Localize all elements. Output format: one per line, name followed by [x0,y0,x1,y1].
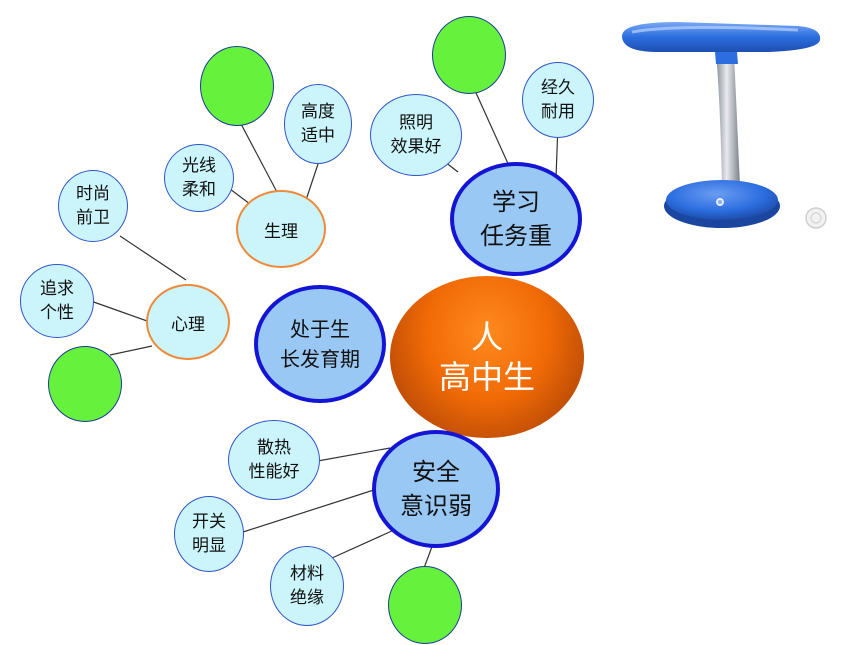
leaf-insulation: 材料 绝缘 [270,546,344,626]
center-line-1: 人 [470,318,503,356]
branch-psychology: 心理 [146,284,230,360]
empty-circle-psychology [48,346,122,422]
center-line-2: 高中生 [438,358,535,396]
desk-lamp-image [622,22,827,229]
center-node-high-school-student: 人 高中生 [390,276,584,438]
branch-physiology: 生理 [236,190,326,268]
link-safety-switch [239,487,381,534]
link-physiology-green [239,121,279,195]
leaf-height: 高度 适中 [284,84,352,164]
link-safety-insulation [331,529,395,559]
link-study-green [471,83,511,169]
leaf-durable: 经久 耐用 [522,62,594,138]
branch-study: 学习 任务重 [450,162,582,276]
leaf-switch: 开关 明显 [174,496,244,572]
branch-growth: 处于生 长发育期 [254,285,386,403]
leaf-soft-light: 光线 柔和 [164,144,234,212]
leaf-lighting: 照明 效果好 [370,94,462,176]
empty-circle-study [432,16,506,94]
link-psychology-personality [87,299,151,323]
link-safety-green [423,543,434,569]
leaf-personality: 追求 个性 [20,264,94,338]
branch-safety: 安全 意识弱 [372,430,500,548]
link-physiology-height [305,163,319,201]
empty-circle-safety [388,566,462,644]
link-psychology-green [109,345,153,356]
link-psychology-fashion [119,235,187,281]
empty-circle-physiology [200,46,274,126]
leaf-heat: 散热 性能好 [228,420,320,500]
link-safety-heat [311,447,391,463]
leaf-fashion: 时尚 前卫 [58,170,128,242]
